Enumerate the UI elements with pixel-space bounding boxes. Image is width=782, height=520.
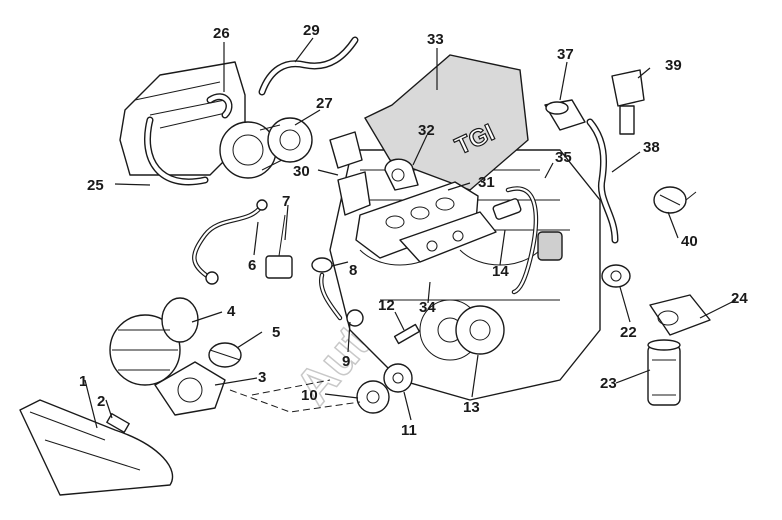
callout-32: 32 bbox=[418, 122, 435, 139]
callout-40: 40 bbox=[681, 233, 698, 250]
callout-39: 39 bbox=[665, 57, 682, 74]
drive-belt bbox=[19, 399, 174, 496]
callout-5: 5 bbox=[272, 324, 280, 341]
reference-lines bbox=[229, 379, 361, 413]
callout-7: 7 bbox=[282, 193, 290, 210]
cylinder-head bbox=[355, 181, 497, 263]
callout-25: 25 bbox=[87, 177, 104, 194]
callout-37: 37 bbox=[557, 46, 574, 63]
callout-35: 35 bbox=[555, 149, 572, 166]
callout-3: 3 bbox=[258, 369, 266, 386]
callout-34: 34 bbox=[419, 299, 436, 316]
pulley-11 bbox=[383, 363, 413, 393]
callout-31: 31 bbox=[478, 174, 495, 191]
callout-29: 29 bbox=[303, 22, 320, 39]
callout-10: 10 bbox=[301, 387, 318, 404]
hose-29 bbox=[258, 36, 359, 96]
callout-13: 13 bbox=[463, 399, 480, 416]
callout-14: 14 bbox=[492, 263, 509, 280]
air-filter-housing bbox=[119, 61, 246, 186]
filter-bracket-24 bbox=[649, 294, 711, 336]
sender-39 bbox=[611, 69, 645, 135]
turbocharger bbox=[219, 117, 313, 179]
fuel-filter-23 bbox=[647, 339, 681, 406]
callout-6: 6 bbox=[248, 257, 256, 274]
pump-3 bbox=[154, 361, 226, 416]
alternator-4 bbox=[109, 297, 199, 386]
bolt-12 bbox=[393, 323, 421, 345]
callout-1: 1 bbox=[79, 373, 87, 390]
callout-2: 2 bbox=[97, 393, 105, 410]
callout-26: 26 bbox=[213, 25, 230, 42]
callout-11: 11 bbox=[401, 422, 417, 439]
gasket-8 bbox=[311, 257, 333, 273]
callout-23: 23 bbox=[600, 375, 617, 392]
callout-22: 22 bbox=[620, 324, 637, 341]
callout-4: 4 bbox=[227, 303, 236, 320]
callout-27: 27 bbox=[316, 95, 333, 112]
flange-22 bbox=[601, 264, 631, 288]
injector-14 bbox=[492, 198, 522, 220]
leader-lines bbox=[84, 37, 737, 429]
pipe-9 bbox=[318, 272, 364, 327]
callout-38: 38 bbox=[643, 139, 660, 156]
callout-labels: 1 2 3 4 5 6 7 8 9 10 11 12 13 14 22 23 2… bbox=[79, 22, 748, 439]
elbow-32 bbox=[384, 158, 419, 191]
sensor-7 bbox=[265, 214, 293, 279]
callout-30: 30 bbox=[293, 163, 310, 180]
callout-33: 33 bbox=[427, 31, 444, 48]
thermostat-37 bbox=[544, 99, 586, 131]
valve-cover: TGI bbox=[364, 54, 529, 191]
callout-8: 8 bbox=[349, 262, 357, 279]
callout-12: 12 bbox=[378, 297, 395, 314]
oil-pipe-6 bbox=[192, 199, 268, 285]
callout-24: 24 bbox=[731, 290, 748, 307]
bracket-30 bbox=[329, 131, 371, 216]
injection-pump-13 bbox=[455, 305, 505, 355]
pulley-5 bbox=[208, 342, 242, 368]
fitting-2 bbox=[106, 412, 130, 434]
gear-10 bbox=[356, 380, 390, 414]
callout-9: 9 bbox=[342, 353, 350, 370]
valve-40 bbox=[653, 186, 697, 214]
coolant-hose-38 bbox=[586, 118, 619, 244]
fuel-line-35 bbox=[505, 186, 539, 295]
